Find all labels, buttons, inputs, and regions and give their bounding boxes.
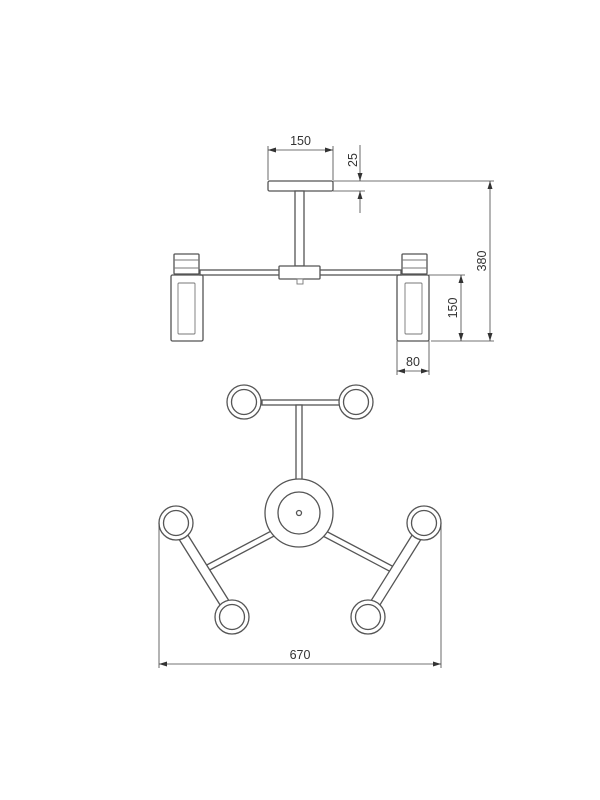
dimension-canopy-width-label: 150 — [290, 134, 311, 148]
dimension-canopy-width: 150 — [267, 134, 334, 180]
arm-lower-left — [200, 528, 279, 574]
hub-center-dot — [295, 509, 303, 517]
right-lamp — [396, 253, 430, 342]
top-lamp-rings — [158, 384, 442, 635]
lamp-ring-bottom-right — [350, 599, 386, 635]
hub-inner-ring — [277, 491, 321, 535]
dimension-total-height: 380 — [365, 180, 494, 342]
lamp-ring-bottom-left — [214, 599, 250, 635]
arm-lower-right — [318, 528, 397, 574]
dimension-canopy-height: 25 — [333, 145, 365, 213]
right-lamp-holder — [401, 253, 428, 275]
lamp-ring-top-right — [338, 384, 374, 420]
right-lamp-glass — [404, 282, 423, 335]
dimension-canopy-height-label: 25 — [346, 153, 360, 167]
side-dimensions: 150 25 380 150 — [267, 134, 494, 375]
left-lamp — [170, 253, 204, 342]
top-view — [158, 384, 442, 635]
left-lamp-holder — [173, 253, 200, 275]
dimension-total-width-label: 670 — [290, 648, 311, 662]
central-rod — [294, 190, 305, 267]
top-crossbar — [261, 399, 341, 406]
dimension-shade-height-label: 150 — [446, 298, 460, 319]
lamp-ring-left — [158, 505, 194, 541]
hub — [278, 265, 321, 280]
dimension-shade-height: 150 — [429, 274, 465, 341]
lamp-ring-right — [406, 505, 442, 541]
left-lamp-shade — [170, 274, 204, 342]
dimension-shade-width: 80 — [396, 341, 430, 375]
lamp-ring-top-left — [226, 384, 262, 420]
left-lamp-glass — [177, 282, 196, 335]
diagonal-arms — [171, 523, 429, 617]
dimension-total-width: 670 — [158, 523, 442, 668]
dimension-shade-width-label: 80 — [406, 355, 420, 369]
side-view — [170, 180, 430, 342]
hub-screw — [296, 278, 304, 285]
dimension-total-height-label: 380 — [475, 251, 489, 272]
right-lamp-shade — [396, 274, 430, 342]
canopy — [267, 180, 334, 192]
